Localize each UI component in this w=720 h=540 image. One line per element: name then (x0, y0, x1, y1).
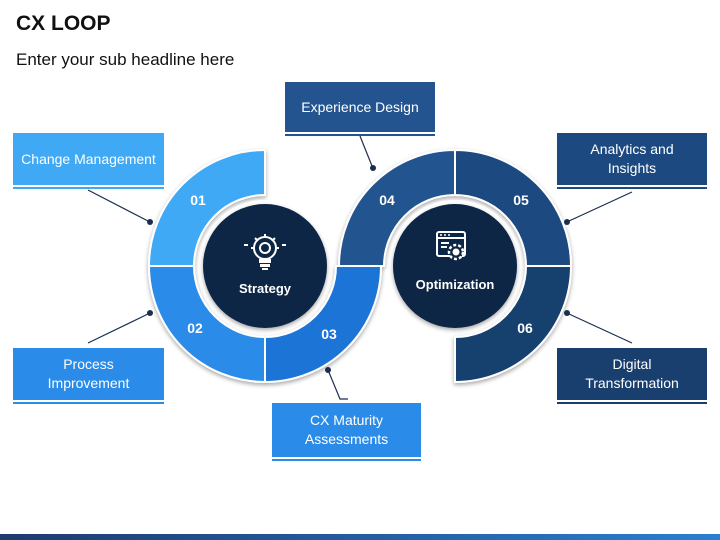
connector-05 (568, 191, 633, 222)
connector-dot-03 (325, 367, 331, 373)
segment-05 (454, 148, 573, 267)
connector-lines (87, 135, 633, 400)
connector-06 (568, 313, 633, 344)
connector-dot-01 (147, 219, 153, 225)
connector-dot-02 (147, 310, 153, 316)
label-box-02: Process Improvement (13, 348, 164, 404)
label-change-management: Change Management (21, 150, 156, 167)
hub-label-optimization: Optimization (416, 277, 495, 292)
label-box-06: Digital Transformation (557, 348, 707, 404)
segment-number-02: 02 (187, 320, 203, 336)
connector-dot-05 (564, 219, 570, 225)
segment-number-05: 05 (513, 192, 529, 208)
connector-dot-06 (564, 310, 570, 316)
hub-optimization (393, 204, 517, 328)
label-digital-transformation: Digital Transformation (585, 356, 679, 391)
label-experience-design: Experience Design (301, 98, 419, 115)
label-box-05: Analytics and Insights (557, 133, 707, 189)
segment-02 (147, 265, 266, 384)
segment-number-03: 03 (321, 326, 337, 342)
connector-01 (87, 189, 149, 222)
label-box-03: CX Maturity Assessments (272, 403, 421, 461)
segment-04 (337, 148, 456, 267)
page-subtitle: Enter your sub headline here (16, 50, 235, 69)
page-title: CX LOOP (16, 12, 111, 35)
hub-label-strategy: Strategy (239, 281, 292, 296)
segment-number-06: 06 (517, 320, 533, 336)
connector-02 (87, 313, 149, 344)
connector-03 (327, 369, 348, 400)
bottom-accent-bar (0, 534, 720, 540)
browser-gear-icon (436, 231, 466, 261)
segment-number-04: 04 (379, 192, 395, 208)
connector-dots (147, 165, 570, 373)
label-analytics-and-insights: Analytics and Insights (590, 141, 674, 176)
segment-06 (454, 265, 573, 384)
lightbulb-gear-icon (244, 234, 286, 270)
connector-dot-04 (370, 165, 376, 171)
label-box-01: Change Management (13, 133, 164, 189)
ring-segments (147, 148, 573, 384)
label-process-improvement: Process Improvement (47, 356, 130, 391)
segment-01 (147, 148, 266, 267)
segment-number-01: 01 (190, 192, 206, 208)
label-box-04: Experience Design (285, 82, 435, 136)
connector-04 (359, 135, 373, 167)
label-cx-maturity-assessments: CX Maturity Assessments (304, 412, 389, 447)
segment-03 (264, 265, 383, 384)
